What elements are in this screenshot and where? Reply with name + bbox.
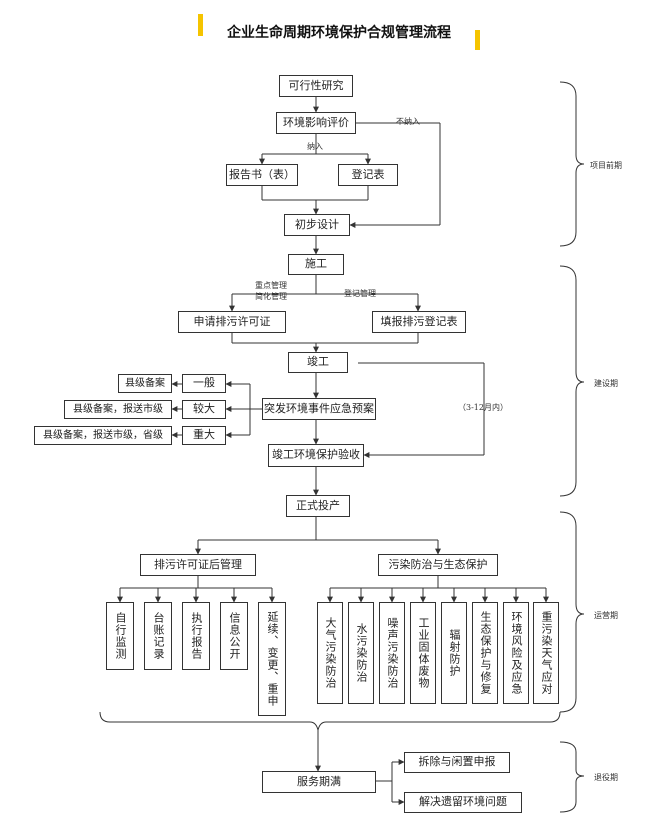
node-heavy-air: 重污染天气应对 <box>533 602 559 704</box>
node-permit-apply: 申请排污许可证 <box>178 311 286 333</box>
node-permit-register: 填报排污登记表 <box>372 311 466 333</box>
node-legacy: 解决遗留环境问题 <box>404 792 522 813</box>
node-info-disclose: 信息公开 <box>220 602 248 670</box>
node-post-permit: 排污许可证后管理 <box>140 554 256 576</box>
node-renew: 延续、变更、重申 <box>258 602 286 716</box>
phase-label-operate: 运营期 <box>594 611 618 620</box>
node-pollution-control: 污染防治与生态保护 <box>378 554 498 576</box>
node-self-monitor: 自行监测 <box>106 602 134 670</box>
node-eco: 生态保护与修复 <box>472 602 498 704</box>
node-acceptance: 竣工环境保护验收 <box>268 444 364 467</box>
node-grade-severe: 重大 <box>182 426 226 445</box>
node-water: 水污染防治 <box>348 602 374 704</box>
label-months: （3-12月内） <box>458 403 508 412</box>
label-simple-mgmt: 简化管理 <box>255 292 287 301</box>
node-risk: 环境风险及应急 <box>503 602 529 704</box>
node-eia: 环境影响评价 <box>276 112 356 134</box>
node-ledger: 台账记录 <box>144 602 172 670</box>
node-emergency-plan: 突发环境事件应急预案 <box>262 398 376 420</box>
label-key-mgmt: 重点管理 <box>255 281 287 290</box>
node-county-filing-1: 县级备案 <box>118 374 172 393</box>
node-grade-general: 一般 <box>182 374 226 393</box>
node-solid-waste: 工业固体废物 <box>410 602 436 704</box>
phase-label-pre: 项目前期 <box>590 161 622 170</box>
node-air: 大气污染防治 <box>317 602 343 704</box>
node-grade-major: 较大 <box>182 400 226 419</box>
label-reg-mgmt: 登记管理 <box>344 289 376 298</box>
phase-label-build: 建设期 <box>594 379 618 388</box>
title-banner: 企业生命周期环境保护合规管理流程 <box>198 14 480 50</box>
phase-label-retire: 退役期 <box>594 773 618 782</box>
node-service-end: 服务期满 <box>262 771 376 793</box>
node-production: 正式投产 <box>286 495 350 517</box>
node-noise: 噪声污染防治 <box>379 602 405 704</box>
label-included: 纳入 <box>307 142 323 151</box>
title-bracket-right <box>475 30 480 50</box>
node-report: 报告书（表） <box>226 164 298 186</box>
node-demolish: 拆除与闲置申报 <box>404 752 510 773</box>
label-not-included: 不纳入 <box>396 117 420 126</box>
node-feasibility: 可行性研究 <box>279 75 353 97</box>
page-title: 企业生命周期环境保护合规管理流程 <box>227 25 451 41</box>
node-radiation: 辐射防护 <box>441 602 467 704</box>
title-bracket-left <box>198 14 203 36</box>
node-county-filing-3: 县级备案，报送市级，省级 <box>34 426 172 445</box>
node-county-filing-2: 县级备案，报送市级 <box>64 400 172 419</box>
title-background <box>206 20 472 44</box>
node-completion: 竣工 <box>288 352 348 373</box>
node-exec-report: 执行报告 <box>182 602 210 670</box>
node-prelim-design: 初步设计 <box>284 214 350 236</box>
node-register: 登记表 <box>338 164 398 186</box>
node-construction: 施工 <box>288 254 344 275</box>
